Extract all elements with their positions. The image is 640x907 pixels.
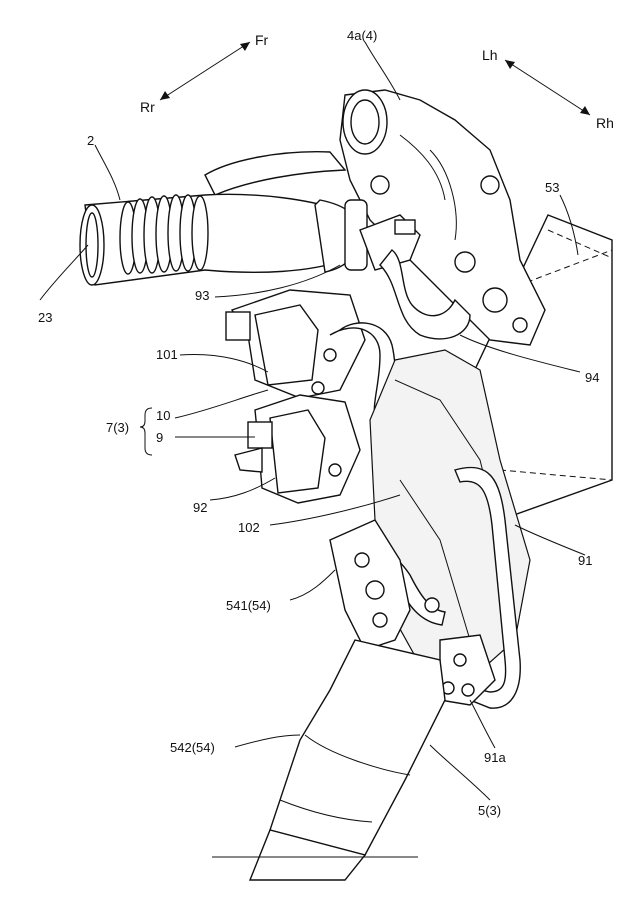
- label-10: 10: [156, 408, 170, 423]
- label-9: 9: [156, 430, 163, 445]
- leader-lines: [39, 41, 586, 801]
- label-fr: Fr: [255, 32, 269, 48]
- label-2: 2: [87, 133, 94, 148]
- label-5: 5(3): [478, 803, 501, 818]
- group-bracket-7: [139, 407, 153, 456]
- label-lh: Lh: [482, 47, 498, 63]
- actuator-9: [234, 394, 361, 504]
- intake-hose-2: [79, 193, 368, 286]
- upper-pipe: [204, 151, 347, 196]
- exhaust-pipe-5: [248, 639, 446, 881]
- pipe-94: [379, 249, 471, 340]
- label-94: 94: [585, 370, 599, 385]
- label-102: 102: [238, 520, 260, 535]
- label-542: 542(54): [170, 740, 215, 755]
- label-rh: Rh: [596, 115, 614, 131]
- label-541: 541(54): [226, 598, 271, 613]
- direction-arrow-lh-rh: [504, 59, 591, 116]
- label-53: 53: [545, 180, 559, 195]
- label-rr: Rr: [140, 99, 155, 115]
- label-23: 23: [38, 310, 52, 325]
- label-92: 92: [193, 500, 207, 515]
- actuator-10: [225, 289, 366, 399]
- label-7: 7(3): [106, 420, 129, 435]
- hose-clamp-93: [359, 175, 421, 271]
- direction-arrow-fr-rr: [159, 41, 251, 101]
- compressor-housing-4a: [339, 89, 546, 346]
- hose-bellows: [119, 194, 209, 275]
- bracket-541: [329, 519, 411, 651]
- label-4a: 4a(4): [347, 28, 377, 43]
- label-91a: 91a: [484, 750, 506, 765]
- label-91: 91: [578, 553, 592, 568]
- label-101: 101: [156, 347, 178, 362]
- label-93: 93: [195, 288, 209, 303]
